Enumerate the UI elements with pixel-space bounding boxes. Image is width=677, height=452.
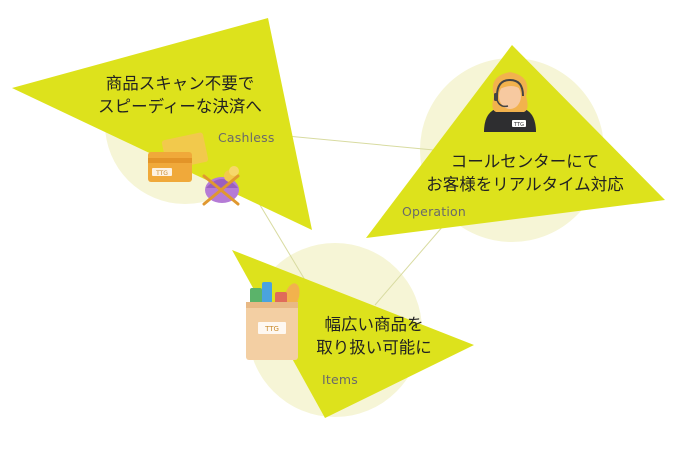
operation-triangle xyxy=(366,45,665,238)
operation-line1: コールセンターにて xyxy=(450,152,600,171)
svg-text:TTG: TTG xyxy=(155,170,168,177)
operation-line2: お客様をリアルタイム対応 xyxy=(426,175,624,194)
operator-headset-icon: TTG xyxy=(484,72,536,132)
items-line1: 幅広い商品を xyxy=(324,315,424,334)
svg-text:TTG: TTG xyxy=(264,325,279,333)
card-icon: TTG xyxy=(148,132,209,182)
coin-purse-icon xyxy=(202,166,240,206)
svg-text:TTG: TTG xyxy=(513,122,524,128)
operation-label: Operation xyxy=(402,204,467,219)
operation-title: コールセンターにて お客様をリアルタイム対応 xyxy=(418,150,632,196)
connector-operation-items xyxy=(374,217,451,306)
cashless-line1: 商品スキャン不要で xyxy=(105,74,255,93)
items-title: 幅広い商品を 取り扱い可能に xyxy=(310,313,438,359)
cashless-line2: スピーディーな決済へ xyxy=(98,97,262,116)
items-label: Items xyxy=(322,372,358,387)
items-line2: 取り扱い可能に xyxy=(316,338,432,357)
cashless-label: Cashless xyxy=(218,130,275,145)
cashless-title: 商品スキャン不要で スピーディーな決済へ xyxy=(96,72,264,118)
grocery-bag-icon: TTG xyxy=(246,282,300,360)
